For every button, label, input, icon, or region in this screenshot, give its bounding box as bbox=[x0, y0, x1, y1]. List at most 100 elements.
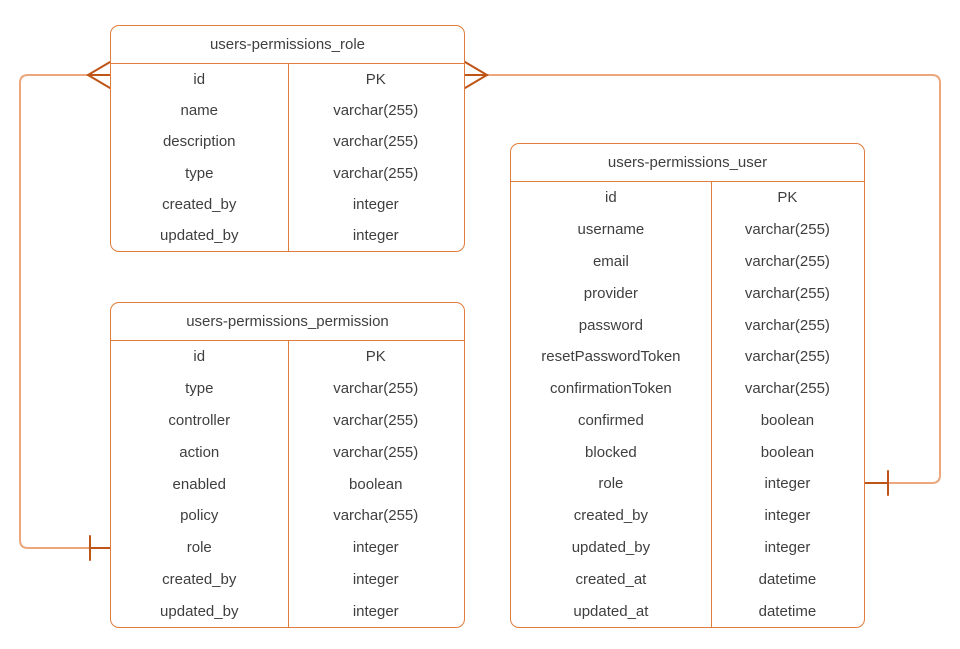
field-type: varchar(255) bbox=[744, 348, 830, 366]
table-row: role integer bbox=[511, 468, 864, 500]
field-type: integer bbox=[764, 475, 811, 493]
connector-role-permission[interactable] bbox=[19, 61, 111, 561]
field-type: boolean bbox=[349, 475, 403, 493]
field-type: integer bbox=[764, 507, 811, 525]
field-name: controller bbox=[168, 411, 231, 429]
field-type: integer bbox=[352, 195, 399, 213]
field-type: varchar(255) bbox=[744, 316, 830, 334]
table-title: users-permissions_role bbox=[111, 26, 464, 64]
table-users-permissions-permission[interactable]: users-permissions_permission id PK type var… bbox=[110, 302, 465, 628]
field-name: id bbox=[193, 71, 206, 89]
table-row: resetPasswordToken varchar(255) bbox=[511, 341, 864, 373]
field-type: varchar(255) bbox=[744, 380, 830, 398]
field-type: integer bbox=[764, 538, 811, 556]
field-type: varchar(255) bbox=[333, 102, 419, 120]
table-row: description varchar(255) bbox=[111, 126, 464, 157]
field-type: varchar(255) bbox=[333, 411, 419, 429]
field-name: name bbox=[180, 102, 219, 120]
field-type: integer bbox=[352, 570, 399, 588]
table-row: role integer bbox=[111, 532, 464, 564]
table-row: blocked boolean bbox=[511, 436, 864, 468]
table-users-permissions-role[interactable]: users-permissions_role id PK name varchar(2… bbox=[110, 25, 465, 252]
field-name: resetPasswordToken bbox=[541, 348, 681, 366]
table-row: action varchar(255) bbox=[111, 436, 464, 468]
table-title: users-permissions_user bbox=[511, 144, 864, 182]
field-name: enabled bbox=[172, 475, 226, 493]
table-row: updated_at datetime bbox=[511, 595, 864, 627]
field-name: created_by bbox=[162, 570, 237, 588]
table-row: confirmed boolean bbox=[511, 404, 864, 436]
field-name: updated_by bbox=[160, 602, 239, 620]
field-name: description bbox=[162, 133, 236, 151]
table-row: id PK bbox=[111, 341, 464, 373]
table-row: username varchar(255) bbox=[511, 214, 864, 246]
table-row: created_by integer bbox=[111, 563, 464, 595]
table-row: created_by integer bbox=[111, 189, 464, 220]
field-type: varchar(255) bbox=[333, 133, 419, 151]
field-name: blocked bbox=[585, 443, 637, 461]
table-rows: id PK name varchar(255) description varchar(2… bbox=[111, 64, 464, 251]
field-name: updated_at bbox=[573, 602, 649, 620]
one-tick-icon bbox=[864, 470, 889, 496]
field-type: integer bbox=[352, 539, 399, 557]
field-name: confirmationToken bbox=[550, 380, 672, 398]
crow-foot-many-icon bbox=[86, 61, 111, 89]
field-name: created_at bbox=[575, 570, 647, 588]
table-row: id PK bbox=[511, 182, 864, 214]
table-row: confirmationToken varchar(255) bbox=[511, 373, 864, 405]
table-row: enabled boolean bbox=[111, 468, 464, 500]
field-type: boolean bbox=[760, 443, 815, 461]
field-type: integer bbox=[352, 602, 399, 620]
table-rows: id PK type varchar(255) controller varchar(25… bbox=[111, 341, 464, 627]
table-row: type varchar(255) bbox=[111, 373, 464, 405]
field-name: action bbox=[179, 443, 220, 461]
field-type: boolean bbox=[760, 411, 815, 429]
field-type: varchar(255) bbox=[333, 164, 419, 182]
field-name: confirmed bbox=[577, 411, 644, 429]
field-type: integer bbox=[352, 226, 399, 244]
field-name: role bbox=[186, 539, 212, 557]
field-name: id bbox=[193, 348, 206, 366]
connector-line[interactable] bbox=[19, 74, 91, 549]
field-type: varchar(255) bbox=[744, 284, 830, 302]
field-type: datetime bbox=[758, 570, 817, 588]
crow-foot-many-icon bbox=[464, 61, 489, 89]
table-row: updated_by integer bbox=[111, 220, 464, 251]
field-name: created_by bbox=[162, 195, 237, 213]
field-type: PK bbox=[777, 189, 798, 207]
one-tick-icon bbox=[89, 535, 111, 561]
table-users-permissions-user[interactable]: users-permissions_user id PK username varch… bbox=[510, 143, 865, 628]
table-title: users-permissions_permission bbox=[111, 303, 464, 341]
field-type: varchar(255) bbox=[744, 221, 830, 239]
field-type: varchar(255) bbox=[333, 443, 419, 461]
field-name: email bbox=[592, 252, 629, 270]
connector-line[interactable] bbox=[486, 74, 941, 484]
field-name: type bbox=[185, 164, 214, 182]
table-row: created_at datetime bbox=[511, 563, 864, 595]
field-name: type bbox=[185, 380, 214, 398]
connector-role-user[interactable] bbox=[464, 61, 941, 496]
field-name: updated_by bbox=[160, 226, 239, 244]
field-name: id bbox=[605, 189, 617, 207]
field-type: varchar(255) bbox=[333, 507, 419, 525]
table-row: type varchar(255) bbox=[111, 158, 464, 189]
table-row: updated_by integer bbox=[111, 595, 464, 627]
field-type: PK bbox=[365, 71, 386, 89]
field-type: PK bbox=[365, 348, 386, 366]
field-type: datetime bbox=[758, 602, 817, 620]
table-row: policy varchar(255) bbox=[111, 500, 464, 532]
table-row: controller varchar(255) bbox=[111, 405, 464, 437]
field-name: username bbox=[577, 221, 645, 239]
field-type: varchar(255) bbox=[333, 380, 419, 398]
field-name: role bbox=[598, 475, 624, 493]
table-row: id PK bbox=[111, 64, 464, 95]
field-name: policy bbox=[180, 507, 219, 525]
